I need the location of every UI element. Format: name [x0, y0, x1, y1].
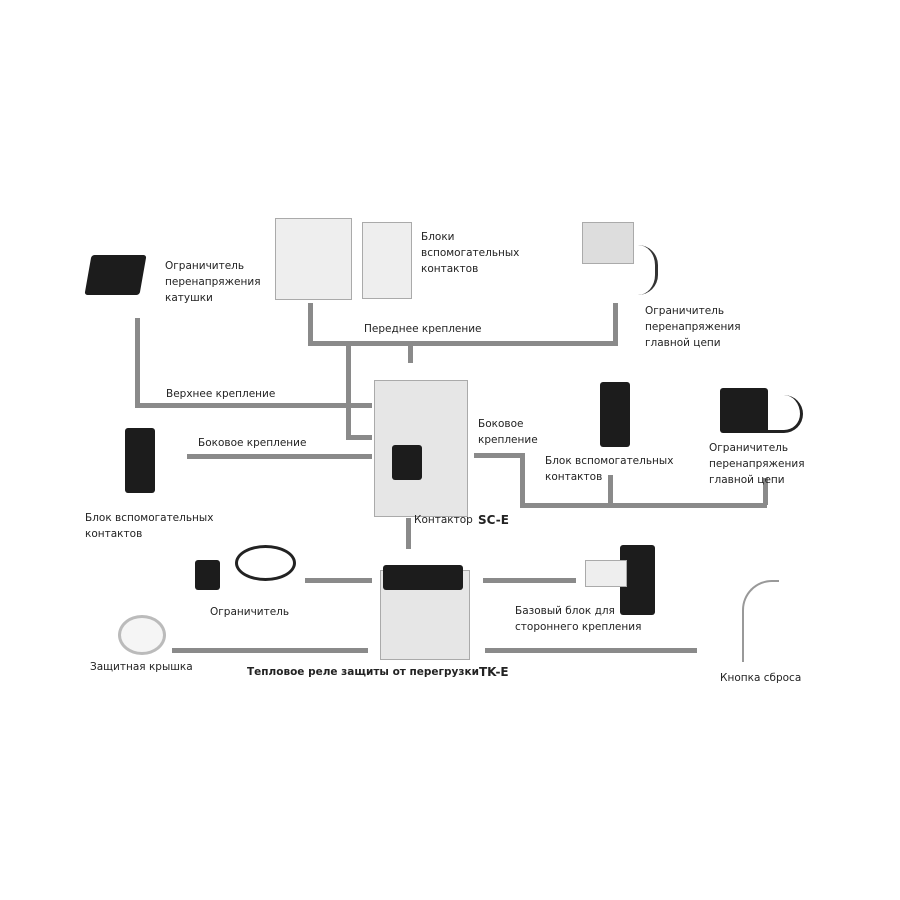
coil-surge-limiter-image: [84, 255, 147, 295]
connector-line: [520, 503, 767, 508]
label-line: перенапряжения: [645, 321, 741, 333]
reset-button-image: [742, 580, 779, 662]
limiter-clip-image: [195, 560, 220, 590]
label-line: стороннего крепления: [515, 621, 642, 633]
side-mount-right-label: Боковое крепление: [478, 416, 538, 448]
label-line: вспомогательных: [421, 247, 520, 259]
aux-block-left-label: Блок вспомогательных контактов: [85, 510, 213, 542]
thermal-relay-top: [383, 565, 463, 590]
label-line: Блок вспомогательных: [85, 512, 214, 524]
limiter-image: [235, 545, 296, 581]
connector-line: [608, 475, 613, 505]
protective-cover-image: [118, 615, 166, 655]
relay-model: TK-E: [479, 665, 509, 679]
cable-icon: [760, 395, 803, 433]
label-line: катушки: [165, 292, 213, 304]
aux-block-right-label: Блок вспомогательных контактов: [545, 453, 673, 485]
connector-line: [346, 435, 372, 440]
limiter-label: Ограничитель: [210, 606, 290, 618]
front-mount-label: Переднее крепление: [364, 323, 482, 335]
connector-line: [172, 648, 368, 653]
contactor-model: SC-E: [478, 513, 509, 527]
connector-line: [763, 478, 768, 505]
connector-line: [308, 341, 618, 346]
protective-cover-label: Защитная крышка: [90, 661, 193, 673]
aux-contact-block-right-image: [600, 382, 630, 447]
connector-line: [613, 303, 618, 345]
connector-line: [408, 341, 413, 363]
main-surge-limiter-right-label: Ограничитель перенапряжения главной цепи: [709, 440, 805, 488]
aux-contact-block-left-image: [125, 428, 155, 493]
connector-line: [474, 453, 524, 458]
connector-line: [135, 318, 140, 408]
label-line: контактов: [545, 471, 603, 483]
label-line: перенапряжения: [165, 276, 261, 288]
label-line: Базовый блок для: [515, 605, 615, 617]
label-line: контактов: [421, 263, 479, 275]
label-line: контактов: [85, 528, 143, 540]
aux-contact-block-2p-image: [362, 222, 412, 299]
label-line: Блоки: [421, 231, 455, 243]
label-line: главной цепи: [645, 337, 721, 349]
label-line: Боковое: [478, 418, 524, 430]
coil-surge-limiter-label: Ограничитель перенапряжения катушки: [165, 258, 261, 306]
connector-line: [483, 578, 576, 583]
connector-line: [346, 341, 351, 439]
top-mount-label: Верхнее крепление: [166, 388, 276, 400]
connector-line: [520, 453, 525, 507]
label-line: Ограничитель: [709, 442, 789, 454]
base-block-terminals: [585, 560, 627, 587]
reset-button-label: Кнопка сброса: [720, 672, 802, 684]
connector-line: [406, 518, 411, 549]
connector-line: [305, 578, 372, 583]
side-mount-left-label: Боковое крепление: [198, 437, 307, 449]
label-line: Блок вспомогательных: [545, 455, 674, 467]
connector-line: [485, 648, 697, 653]
cable-icon: [625, 245, 658, 295]
label-line: Ограничитель: [165, 260, 245, 272]
aux-contact-block-4p-image: [275, 218, 352, 300]
contactor-label: Контактор: [414, 514, 473, 526]
contactor-coil-window: [392, 445, 422, 480]
thermal-relay-label: Тепловое реле защиты от перегрузки: [247, 666, 479, 678]
base-block-label: Базовый блок для стороннего крепления: [515, 603, 641, 635]
label-line: перенапряжения: [709, 458, 805, 470]
label-line: главной цепи: [709, 474, 785, 486]
main-surge-limiter-top-label: Ограничитель перенапряжения главной цепи: [645, 303, 741, 351]
label-line: крепление: [478, 434, 538, 446]
label-line: Ограничитель: [645, 305, 725, 317]
connector-line: [187, 454, 372, 459]
aux-blocks-label: Блоки вспомогательных контактов: [421, 229, 519, 277]
connector-line: [135, 403, 372, 408]
connector-line: [308, 303, 313, 345]
